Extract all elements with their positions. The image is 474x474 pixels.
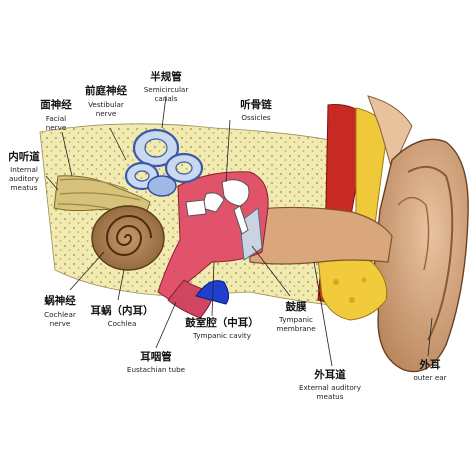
label-internal-auditory-meatus: 内听道 Internal auditory meatus: [8, 150, 40, 192]
label-zh: 内听道: [8, 150, 40, 163]
fat-globule: [349, 297, 355, 303]
label-zh: 鼓室腔（中耳）: [185, 316, 259, 329]
label-en: membrane: [276, 324, 316, 333]
label-zh: 听骨链: [240, 98, 272, 111]
leader-lines: [45, 95, 433, 367]
label-zh: 前庭神经: [85, 84, 127, 97]
external-auditory-canal: [247, 206, 393, 265]
pinna-inner-fold: [397, 196, 430, 271]
label-en: canals: [154, 94, 177, 103]
label-outer-ear: 外耳 outer ear: [413, 358, 446, 382]
label-en: nerve: [50, 319, 71, 328]
label-en: Semicircular: [144, 85, 189, 94]
label-ossicles: 听骨链 Ossicles: [240, 98, 272, 122]
label-external-auditory-meatus: 外耳道 External auditory meatus: [299, 368, 362, 401]
label-tympanic-membrane: 鼓膜 Tympanic membrane: [276, 300, 316, 333]
label-vestibular-nerve: 前庭神经 Vestibular nerve: [85, 84, 127, 118]
label-zh: 耳蜗（内耳）: [91, 304, 154, 317]
label-en: External auditory: [299, 383, 362, 392]
label-zh: 耳咽管: [140, 350, 172, 363]
facial-nerve-strand: [59, 178, 129, 191]
label-zh: 蜗神经: [44, 294, 76, 307]
label-semicircular-canals: 半规管 Semicircular canals: [144, 70, 189, 103]
label-en: Vestibular: [88, 100, 124, 109]
semicircular-canals: [124, 128, 204, 197]
label-zh: 半规管: [150, 70, 182, 83]
pinna-helix-fold: [407, 165, 454, 341]
label-en: Tympanic: [278, 315, 313, 324]
label-zh: 鼓膜: [286, 300, 307, 313]
label-en: nerve: [46, 123, 67, 132]
cochlea: [91, 205, 165, 271]
label-zh: 面神经: [40, 98, 72, 111]
label-en: Tympanic cavity: [192, 331, 252, 340]
label-eustachian-tube: 耳咽管 Eustachian tube: [127, 350, 186, 374]
label-tympanic-cavity: 鼓室腔（中耳） Tympanic cavity: [185, 316, 259, 340]
label-en: meatus: [11, 183, 38, 192]
label-en: Eustachian tube: [127, 365, 186, 374]
label-en: meatus: [317, 392, 344, 401]
label-en: outer ear: [413, 373, 446, 382]
label-en: Cochlear: [44, 310, 76, 319]
label-facial-nerve: 面神经 Facial nerve: [40, 98, 72, 132]
label-en: Facial: [46, 114, 66, 123]
ossicles: [185, 179, 250, 235]
vestibular-nerve-strand: [59, 192, 141, 201]
label-en: Cochlea: [108, 319, 137, 328]
label-en: auditory: [9, 174, 40, 183]
outer-ear-pinna: [371, 138, 469, 373]
vessel-blue: [195, 280, 230, 305]
fat-globule: [333, 279, 339, 285]
label-en: nerve: [96, 109, 117, 118]
label-en: Internal: [10, 165, 38, 174]
label-zh: 外耳: [419, 358, 441, 371]
fat-globule: [361, 277, 367, 283]
label-en: Ossicles: [241, 113, 271, 122]
label-cochlear-nerve: 蜗神经 Cochlear nerve: [44, 294, 76, 328]
label-cochlea: 耳蜗（内耳） Cochlea: [91, 304, 154, 328]
label-zh: 外耳道: [313, 368, 346, 381]
